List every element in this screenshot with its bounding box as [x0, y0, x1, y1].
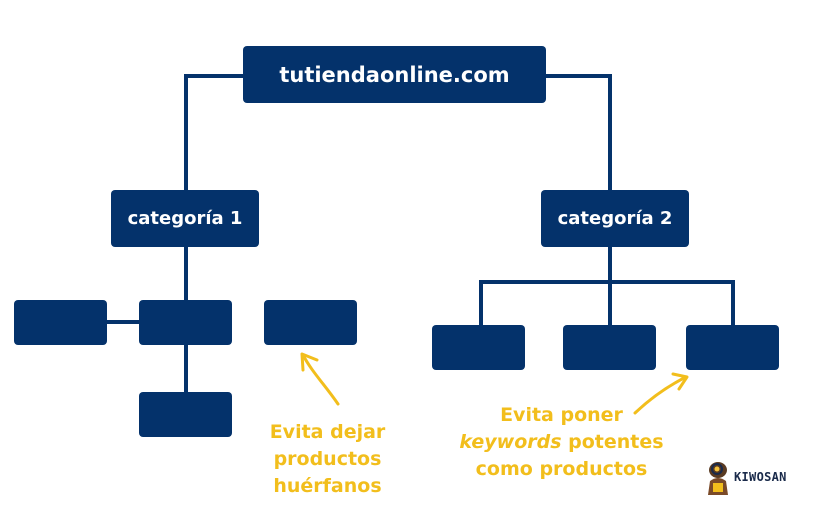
annotation-keywords-line3: como productos — [475, 458, 648, 480]
arrow-keywords-annotation — [633, 375, 688, 415]
annotation-keywords-line2: keywords potentes — [444, 429, 679, 456]
arrow-orphan-annotation — [301, 353, 340, 406]
annotation-keywords-em: keywords — [459, 431, 562, 453]
category-1-node: categoría 1 — [111, 190, 259, 247]
annotation-orphan-line1: Evita dejar — [269, 421, 386, 443]
product-node-cat2-1 — [432, 325, 525, 370]
connector-root-category1 — [184, 74, 244, 190]
mascot-icon — [708, 462, 728, 495]
product-node-center — [139, 300, 232, 345]
annotation-keywords-products: Evita poner keywords potentes como produ… — [444, 402, 679, 483]
kiwosan-logo: KIWOSAN — [704, 457, 804, 497]
category-2-node: categoría 2 — [541, 190, 689, 247]
annotation-keywords-line1: Evita poner — [500, 404, 623, 426]
product-node-below — [139, 392, 232, 437]
annotation-keywords-rest: potentes — [561, 431, 664, 453]
arrow-keywords-annotation-head — [671, 372, 689, 391]
connector-root-category2 — [545, 74, 612, 190]
root-label: tutiendaonline.com — [279, 62, 510, 87]
annotation-orphan-line3: huérfanos — [273, 475, 382, 497]
connector-category2-branch — [479, 280, 735, 326]
arrow-orphan-annotation-head — [300, 352, 319, 372]
annotation-orphan-products: Evita dejar productos huérfanos — [255, 419, 400, 500]
logo-text: KIWOSAN — [734, 470, 787, 484]
category-1-label: categoría 1 — [127, 208, 243, 229]
product-node-cat2-3 — [686, 325, 779, 370]
annotation-orphan-line2: productos — [273, 448, 382, 470]
root-node: tutiendaonline.com — [243, 46, 546, 103]
product-node-orphan — [264, 300, 357, 345]
product-node-left — [14, 300, 107, 345]
product-node-cat2-2 — [563, 325, 656, 370]
category-2-label: categoría 2 — [557, 208, 673, 229]
